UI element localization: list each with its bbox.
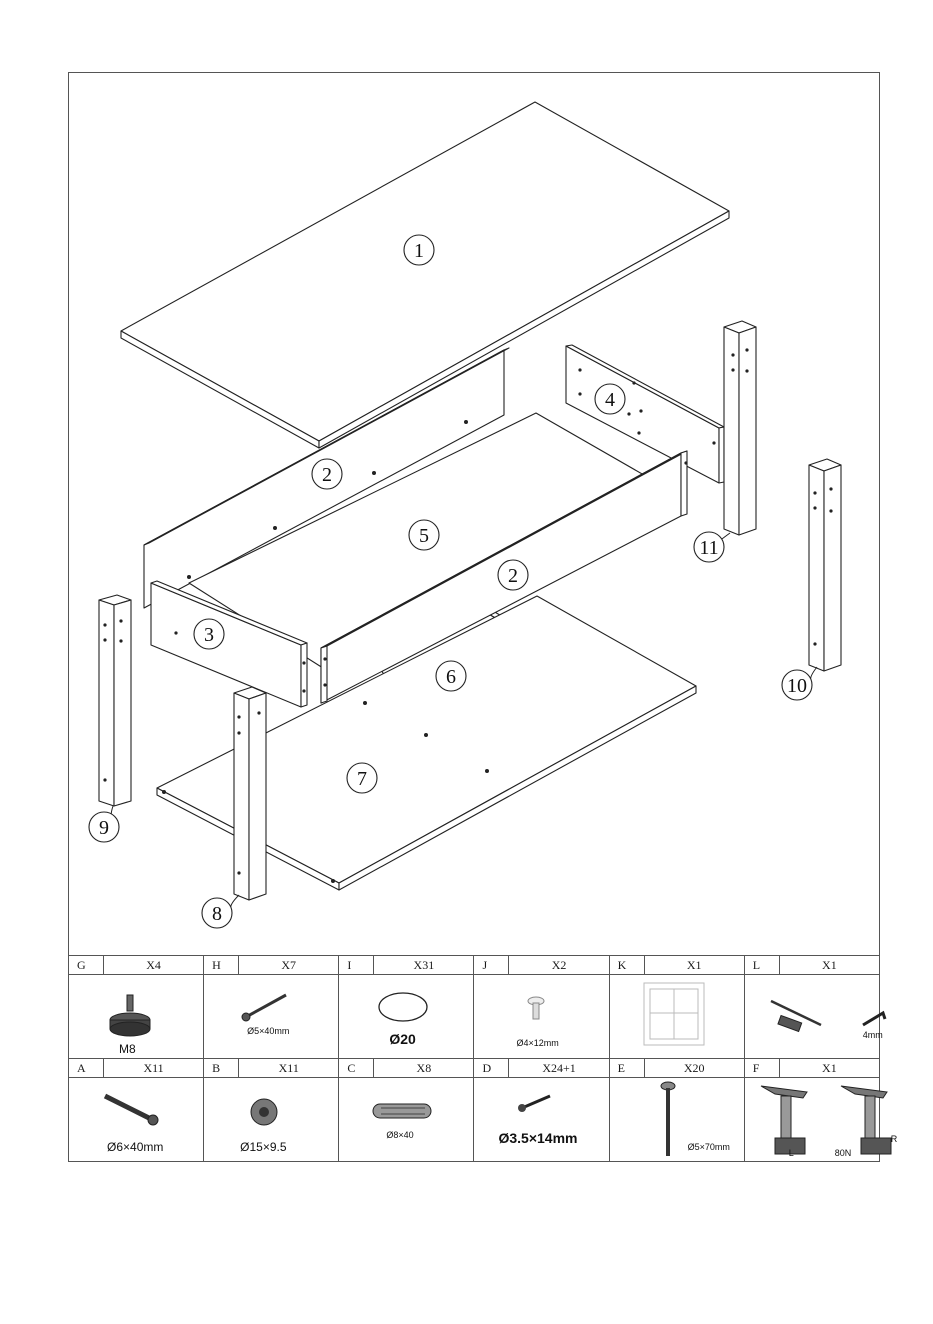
hw-cell-L: 4mm [744, 975, 879, 1059]
hw-cell-I: Ø20 [339, 975, 474, 1059]
callout-6: 6 [436, 661, 466, 691]
label-M8: M8 [119, 1042, 136, 1056]
svg-text:6: 6 [446, 666, 456, 688]
callout-10: 10 [782, 670, 812, 700]
hw-cell-C: Ø8×40 [339, 1078, 474, 1162]
label-80N: 80N [835, 1148, 852, 1158]
wood-screw-icon [474, 1078, 602, 1160]
leg-11 [724, 321, 756, 535]
svg-text:1: 1 [414, 240, 424, 262]
hw-cell-G: M8 [69, 975, 204, 1059]
svg-text:9: 9 [99, 817, 109, 839]
hw-cell-K [609, 975, 744, 1059]
svg-text:5: 5 [419, 525, 429, 547]
svg-text:8: 8 [212, 903, 222, 925]
callout-2-back: 2 [312, 459, 342, 489]
tools-icon [745, 975, 921, 1057]
callout-4: 4 [595, 384, 625, 414]
label-4mm: 4mm [863, 1030, 883, 1040]
callout-3: 3 [194, 619, 224, 649]
label-4x12: Ø4×12mm [516, 1038, 558, 1048]
wood-dowel-icon [339, 1078, 465, 1160]
callout-1: 1 [404, 235, 434, 265]
sticker-sheet-icon [610, 975, 736, 1057]
label-3-5x14: Ø3.5×14mm [498, 1130, 577, 1146]
leg-10 [809, 459, 841, 671]
svg-text:11: 11 [699, 537, 718, 559]
svg-text:4: 4 [605, 389, 615, 411]
svg-text:7: 7 [357, 768, 367, 790]
label-8x40: Ø8×40 [386, 1130, 413, 1140]
label-5x40: Ø5×40mm [247, 1026, 289, 1036]
hw-cell-H: Ø5×40mm [204, 975, 339, 1059]
exploded-diagram: 1 2 2 3 4 5 6 7 8 9 10 11 [69, 73, 879, 955]
leg-8 [234, 687, 266, 900]
hw-cell-D: Ø3.5×14mm [474, 1078, 609, 1162]
svg-text:10: 10 [787, 675, 807, 697]
callout-8: 8 [202, 898, 232, 928]
hw-cell-A: Ø6×40mm [69, 1078, 204, 1162]
lift-mechanism-icon [745, 1078, 921, 1160]
svg-text:2: 2 [508, 565, 518, 587]
leg-9 [99, 595, 131, 806]
label-5x70: Ø5×70mm [688, 1142, 730, 1152]
callout-2-front: 2 [498, 560, 528, 590]
hw-cell-F: L 80N R [744, 1078, 879, 1162]
label-L: L [789, 1148, 794, 1158]
hw-cell-J: Ø4×12mm [474, 975, 609, 1059]
long-screw-icon [204, 975, 330, 1057]
hw-cell-B: Ø15×9.5 [204, 1078, 339, 1162]
callout-11: 11 [694, 532, 724, 562]
svg-text:2: 2 [322, 464, 332, 486]
label-6x40: Ø6×40mm [107, 1140, 163, 1154]
label-R: R [891, 1134, 898, 1144]
hw-cell-E: Ø5×70mm [609, 1078, 744, 1162]
callout-7: 7 [347, 763, 377, 793]
label-15x9-5: Ø15×9.5 [240, 1140, 286, 1154]
svg-text:3: 3 [204, 624, 214, 646]
label-20: Ø20 [389, 1031, 415, 1047]
callout-5: 5 [409, 520, 439, 550]
callout-9: 9 [89, 812, 119, 842]
